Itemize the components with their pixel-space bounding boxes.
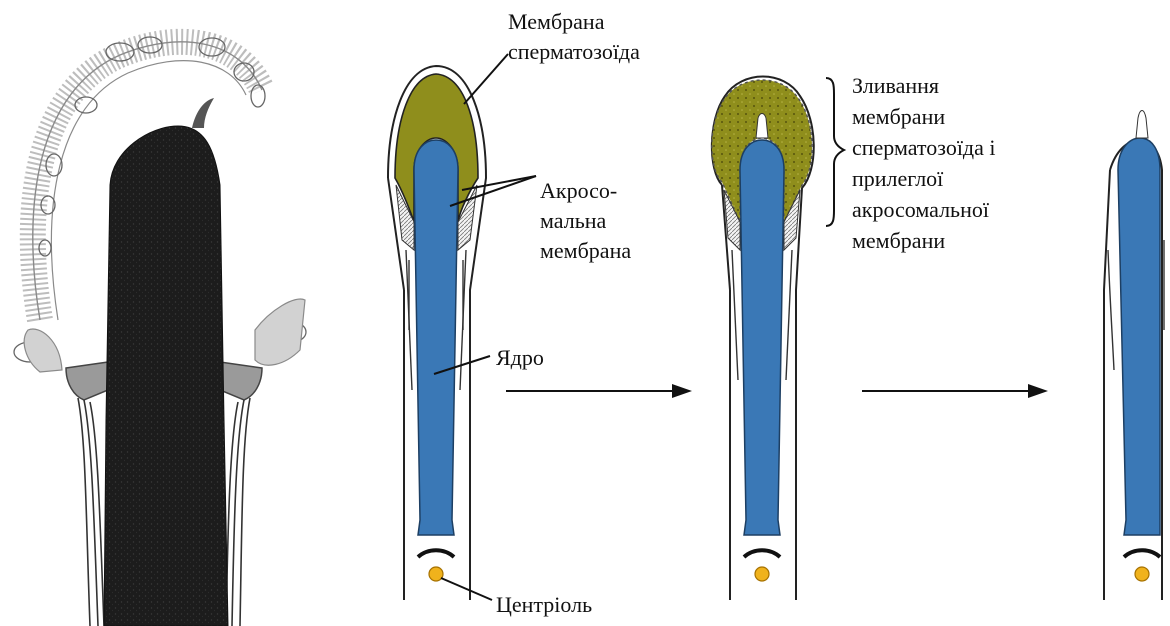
- process-arrow-2: [862, 384, 1048, 398]
- sperm-nucleus-2: [740, 140, 784, 535]
- label-acrosomal-membrane: Акросо- мальна мембрана: [540, 178, 631, 263]
- label-sperm-membrane: Мембрана сперматозоїда: [508, 9, 640, 64]
- centriole-2: [755, 567, 769, 581]
- sperm-head-vesiculating: [712, 77, 814, 601]
- label-nucleus: Ядро: [496, 345, 544, 370]
- sperm-nucleus: [414, 140, 458, 535]
- label-centriole: Центріоль: [496, 592, 592, 617]
- micrograph-nucleus: [104, 126, 228, 626]
- sperm-nucleus-3: [1118, 138, 1160, 535]
- centriole-3: [1135, 567, 1149, 581]
- sperm-head-reacted: [1104, 111, 1164, 601]
- label-membrane-fusion: Зливання мембрани сперматозоїда і прилег…: [852, 73, 1001, 253]
- micrograph-collar: [66, 362, 108, 400]
- sperm-head-intact: [388, 66, 486, 600]
- process-arrow-1: [506, 384, 692, 398]
- fusion-brace: [826, 78, 844, 226]
- electron-micrograph: [14, 37, 306, 626]
